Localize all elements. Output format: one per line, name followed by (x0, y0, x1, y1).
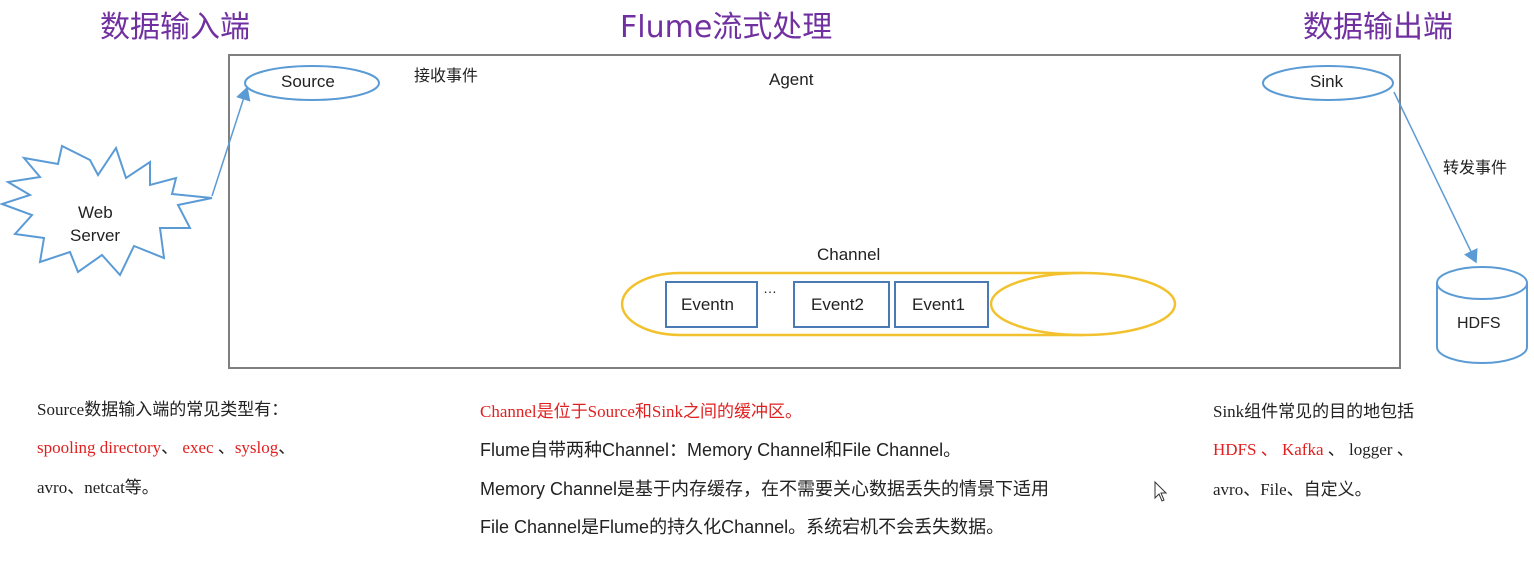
hdfs-label: HDFS (1457, 315, 1501, 332)
channel-note-line2: Flume自带两种Channel：Memory Channel和File Cha… (480, 440, 962, 460)
source-ellipse (244, 65, 380, 101)
input-header: 数据输入端 (100, 10, 250, 45)
source-note-line1: Source数据输入端的常见类型有： (37, 400, 289, 419)
sink-label: Sink (1310, 72, 1344, 91)
hdfs-cylinder-top (1436, 266, 1528, 300)
sink-note-line2: HDFS 、 Kafka 、 logger 、 (1213, 440, 1414, 460)
source-type-spooling: spooling directory (37, 438, 162, 457)
source-note-line2: spooling directory、 exec 、syslog、 (37, 438, 295, 458)
separator: 、 (1260, 440, 1278, 459)
source-type-exec: exec (182, 438, 214, 457)
channel-note-line3: Memory Channel是基于内存缓存，在不需要关心数据丢失的情景下适用 (480, 479, 1050, 499)
sink-ellipse (1262, 65, 1394, 101)
agent-label: Agent (769, 70, 814, 89)
separator: 、 (1327, 440, 1345, 459)
sink-note-line3: avro、File、自定义。 (1213, 480, 1372, 499)
event-box-2 (793, 281, 890, 328)
mouse-cursor-icon (1154, 481, 1168, 502)
source-type-syslog: syslog (234, 438, 279, 457)
channel-label: Channel (817, 245, 881, 264)
channel-note-line4: File Channel是Flume的持久化Channel。系统宕机不会丢失数据… (480, 517, 1005, 537)
agent-box (228, 54, 1401, 369)
flume-header: Flume流式处理 (620, 10, 833, 45)
channel-pipe (620, 271, 1083, 337)
event-box-n (665, 281, 758, 328)
output-header: 数据输出端 (1303, 10, 1453, 45)
sink-dest-hdfs: HDFS (1213, 440, 1257, 459)
web-server-label-line2: Server (70, 226, 121, 245)
web-server-label-line1: Web (78, 203, 113, 222)
sink-note-line1: Sink组件常见的目的地包括 (1213, 402, 1415, 421)
event-2-label: Event2 (811, 295, 864, 314)
separator: 、 (278, 438, 296, 457)
separator: 、 (217, 438, 235, 457)
event-n-label: Eventn (681, 295, 734, 314)
channel-note-line1: Channel是位于Source和Sink之间的缓冲区。 (480, 402, 803, 421)
channel-pipe-end (989, 271, 1177, 337)
receive-event-label: 接收事件 (414, 68, 479, 85)
event-box-1 (894, 281, 989, 328)
forward-arrow (1393, 91, 1478, 264)
forward-event-label: 转发事件 (1443, 160, 1508, 177)
web-server-burst (0, 144, 213, 277)
receive-arrow (211, 86, 251, 197)
separator: 、 (161, 438, 179, 457)
hdfs-cylinder (1436, 283, 1528, 364)
sink-dest-logger: logger (1349, 440, 1393, 459)
source-label: Source (281, 72, 335, 91)
separator: 、 (1396, 440, 1414, 459)
event-1-label: Event1 (912, 295, 965, 314)
channel-ellipsis: … (763, 280, 777, 296)
source-note-line3: avro、netcat等。 (37, 478, 159, 497)
sink-dest-kafka: Kafka (1281, 440, 1324, 459)
